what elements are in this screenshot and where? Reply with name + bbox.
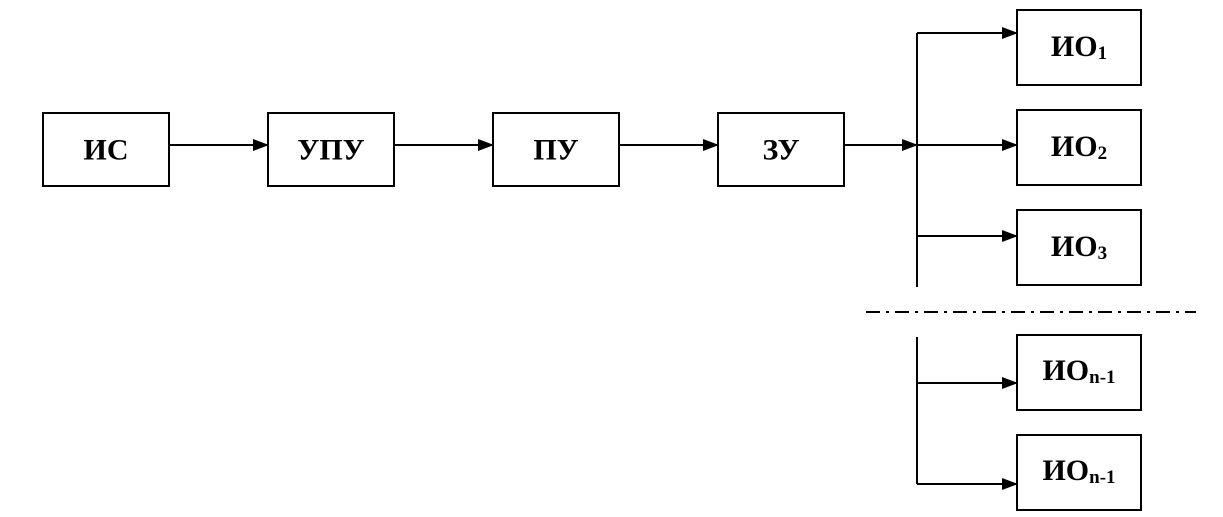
block-upu: УПУ	[267, 112, 395, 187]
output-3-label: ИО3	[1051, 230, 1107, 264]
output-1-label: ИО1	[1051, 30, 1107, 64]
output-4-label: ИОn-1	[1042, 354, 1115, 388]
output-1: ИО1	[1016, 9, 1142, 86]
output-2-label: ИО2	[1051, 130, 1107, 164]
output-4: ИОn-1	[1016, 334, 1142, 411]
block-is: ИС	[42, 112, 170, 187]
block-zu-label: ЗУ	[762, 134, 799, 167]
block-pu-label: ПУ	[533, 134, 578, 167]
output-5-label: ИОn-1	[1042, 454, 1115, 488]
block-is-label: ИС	[84, 134, 129, 167]
block-pu: ПУ	[492, 112, 620, 187]
block-zu: ЗУ	[717, 112, 845, 187]
block-upu-label: УПУ	[297, 134, 364, 167]
output-5: ИОn-1	[1016, 434, 1142, 511]
output-2: ИО2	[1016, 109, 1142, 186]
output-3: ИО3	[1016, 209, 1142, 286]
